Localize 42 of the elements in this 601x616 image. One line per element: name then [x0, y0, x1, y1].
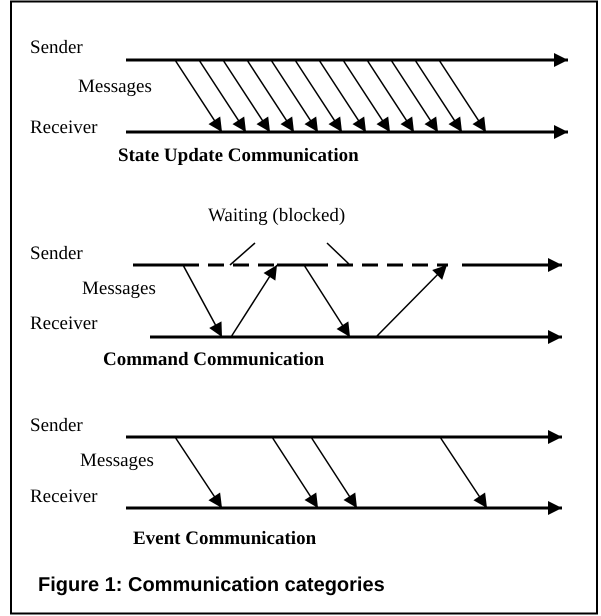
message-arrow	[414, 60, 463, 132]
panel-title: Command Communication	[103, 349, 324, 371]
message-arrow	[390, 60, 439, 132]
message-arrow	[174, 60, 223, 132]
timeline-label: Sender	[30, 415, 83, 437]
messages-label: Messages	[78, 76, 152, 98]
message-arrow	[318, 60, 367, 132]
message-arrow	[271, 436, 319, 508]
panel-title: Event Communication	[133, 528, 316, 550]
leader-line	[230, 242, 256, 266]
message-arrow	[294, 60, 343, 132]
leader-line	[326, 242, 351, 266]
message-arrow	[230, 264, 278, 338]
figure-caption: Figure 1: Communication categories	[38, 574, 385, 596]
message-arrow	[246, 60, 295, 132]
message-arrow	[222, 60, 271, 132]
message-arrow	[198, 60, 247, 132]
message-arrow	[439, 436, 488, 508]
message-arrow	[366, 60, 415, 132]
message-arrow	[438, 60, 487, 132]
timeline-label: Receiver	[30, 313, 98, 335]
timeline-arrow	[133, 258, 562, 272]
message-arrow	[303, 264, 351, 338]
timeline-arrow	[126, 53, 568, 67]
annotation-text: Waiting (blocked)	[208, 205, 346, 227]
message-arrow	[342, 60, 391, 132]
timeline-label: Receiver	[30, 117, 98, 139]
message-arrow	[375, 264, 448, 338]
timeline-arrow	[150, 330, 562, 344]
timeline-label: Receiver	[30, 486, 98, 508]
messages-label: Messages	[82, 278, 156, 300]
timeline-arrow	[126, 125, 568, 139]
timeline-label: Sender	[30, 243, 83, 265]
panel-title: State Update Communication	[118, 145, 359, 167]
message-arrow	[174, 436, 223, 508]
timeline-arrow	[126, 430, 562, 444]
message-arrow	[182, 264, 223, 338]
message-arrow	[310, 436, 358, 508]
message-arrow	[270, 60, 319, 132]
timeline-arrow	[126, 501, 562, 515]
messages-label: Messages	[80, 450, 154, 472]
timeline-label: Sender	[30, 37, 83, 59]
